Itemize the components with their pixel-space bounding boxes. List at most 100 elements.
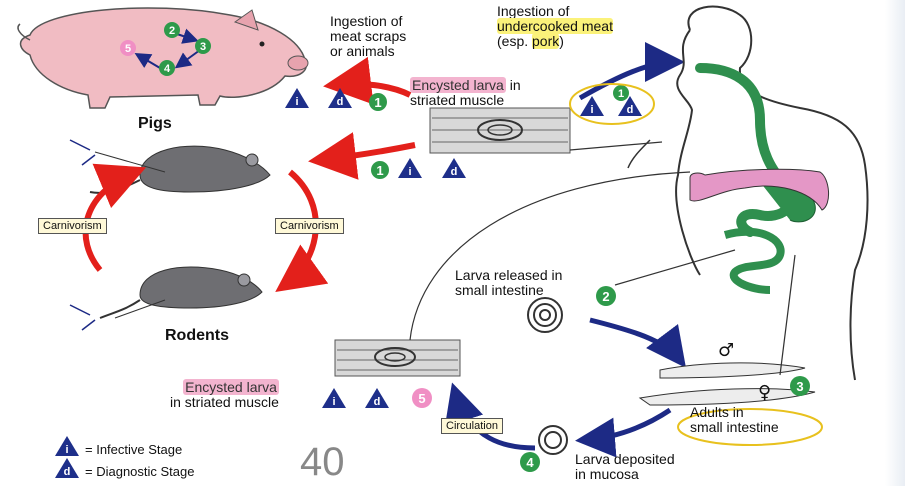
- triangle-d-top: d: [337, 96, 344, 108]
- ingestion-meat-esp: (esp.: [497, 33, 533, 49]
- ingestion-meat-line-2: undercooked meat: [497, 18, 613, 34]
- encysted-larva-top-highlight: Encysted larva: [410, 77, 506, 93]
- stage-5-circle: [412, 388, 432, 408]
- rodent-top-illustration: [89, 145, 271, 194]
- stage-1-label-top: 1: [374, 95, 381, 110]
- pig-stage-4-circle: [159, 60, 175, 76]
- pigs-label: Pigs: [138, 115, 172, 132]
- stage-3-circle: [790, 376, 810, 396]
- ingestion-meat-line-1: Ingestion of: [497, 3, 570, 19]
- ingestion-meat-close-paren: ): [559, 33, 564, 49]
- adults-line-1: Adults in: [690, 404, 744, 420]
- page-number: 40: [300, 440, 345, 484]
- carnivorism-left-label: Carnivorism: [38, 218, 107, 234]
- legend-diagnostic-label: = Diagnostic Stage: [85, 464, 195, 479]
- carnivorism-right-label: Carnivorism: [275, 218, 344, 234]
- stage-1-circle-top: [369, 93, 387, 111]
- larva-deposited-label: Larva deposited in mucosa: [575, 452, 675, 482]
- human-body-outline: [627, 5, 869, 381]
- female-symbol: ♀: [758, 382, 771, 403]
- annotation-circle-adults: [677, 408, 823, 446]
- pig-stage-3-label: 3: [200, 41, 206, 53]
- triangle-d-bottom: d: [374, 396, 381, 408]
- triangle-diagnostic-top: [328, 88, 352, 108]
- stage-1-label-human: 1: [618, 88, 624, 100]
- connector-muscle-to-body: [409, 171, 691, 341]
- larva-coil-mucosa: [538, 425, 568, 455]
- ingestion-meat-label: Ingestion of undercooked meat (esp. pork…: [497, 4, 613, 49]
- pig-stage-2-circle: [164, 22, 180, 38]
- stage-3-label: 3: [796, 379, 803, 394]
- arrow-larva-to-adults: [589, 317, 687, 368]
- triangle-infective-top: [285, 88, 309, 108]
- legend-i-letter: i: [65, 444, 68, 456]
- connector-larva-to-intestine: [614, 249, 736, 286]
- right-edge-shading: [885, 0, 905, 486]
- triangle-i-rodent: i: [408, 166, 411, 178]
- lung-illustration: [689, 168, 829, 211]
- ingestion-arrow-to-pigs: [323, 56, 412, 105]
- muscle-tissue-bottom: [334, 339, 461, 377]
- legend-triangle-infective: [55, 436, 79, 456]
- triangle-diagnostic-bottom: [365, 388, 389, 408]
- connector-top-muscle-to-body: [569, 141, 663, 151]
- ingestion-meat-pork: pork: [532, 33, 560, 49]
- triangle-diagnostic-human: [618, 96, 642, 116]
- ingestion-scraps-line-3: or animals: [330, 43, 395, 59]
- circulation-label: Circulation: [441, 418, 503, 434]
- triangle-i-top: i: [295, 96, 298, 108]
- pig-illustration: [17, 7, 309, 109]
- stage-2-circle: [596, 286, 616, 306]
- pig-stage-4-label: 4: [164, 63, 171, 75]
- encysted-larva-top-label: Encysted larva in striated muscle: [410, 77, 521, 108]
- triangle-diagnostic-rodent: [442, 158, 466, 178]
- legend-infective-label: = Infective Stage: [85, 442, 183, 457]
- rodents-label: Rodents: [165, 327, 229, 344]
- encysted-larva-bottom-highlight: Encysted larva: [183, 379, 279, 395]
- ingestion-scraps-line-1: Ingestion of: [330, 13, 403, 29]
- arrow-adults-to-mucosa: [575, 407, 672, 458]
- ingestion-scraps-label: Ingestion of meat scraps or animals: [330, 14, 406, 59]
- pig-stage-5-circle: [120, 40, 136, 56]
- connector-adults-to-intestine: [779, 254, 796, 376]
- triangle-infective-human: [580, 96, 604, 116]
- larva-released-line-1: Larva released in: [455, 267, 563, 283]
- triangle-d-rodent: d: [451, 166, 458, 178]
- larva-deposited-line-1: Larva deposited: [575, 451, 675, 467]
- triangle-i-bottom: i: [332, 396, 335, 408]
- stage-markers: [120, 22, 810, 472]
- larva-deposited-line-2: in mucosa: [575, 466, 639, 482]
- encysted-larva-bottom-label: Encysted larva in striated muscle: [170, 379, 279, 410]
- legend-d-letter: d: [64, 466, 71, 478]
- larva-released-label: Larva released in small intestine: [455, 268, 562, 298]
- stage-5-label: 5: [418, 391, 425, 406]
- triangle-i-human: i: [590, 104, 593, 116]
- stage-4-label: 4: [526, 455, 534, 470]
- triangle-d-human: d: [627, 104, 634, 116]
- rodent-bottom-illustration: [99, 266, 263, 319]
- stage-4-circle: [520, 452, 540, 472]
- stage-triangles: [55, 88, 642, 478]
- annotation-circle-human-stage: [569, 83, 655, 125]
- adults-label: Adults in small intestine: [690, 405, 779, 435]
- pig-stage-2-label: 2: [169, 25, 175, 37]
- larva-coil-small-intestine: [527, 297, 563, 333]
- legend-triangle-diagnostic: [55, 458, 79, 478]
- ingestion-arrow-to-human: [578, 42, 685, 101]
- male-symbol: ♂: [718, 340, 734, 361]
- pig-stage-3-circle: [195, 38, 211, 54]
- pig-stage-5-label: 5: [125, 43, 131, 55]
- encysted-larva-bottom-muscle: in striated muscle: [170, 394, 279, 410]
- stage-1-circle-rodent: [371, 161, 389, 179]
- larva-released-line-2: small intestine: [455, 282, 544, 298]
- muscle-tissue-top: [429, 107, 571, 154]
- triangle-infective-bottom: [322, 388, 346, 408]
- ingestion-arrow-to-rodents: [308, 132, 416, 180]
- ingestion-scraps-line-2: meat scraps: [330, 28, 407, 44]
- rodent-mini-cycles: [69, 139, 96, 331]
- stage-2-label: 2: [602, 289, 609, 304]
- adult-worms: [638, 362, 816, 406]
- stage-1-circle-human: [613, 85, 629, 101]
- triangle-infective-rodent: [398, 158, 422, 178]
